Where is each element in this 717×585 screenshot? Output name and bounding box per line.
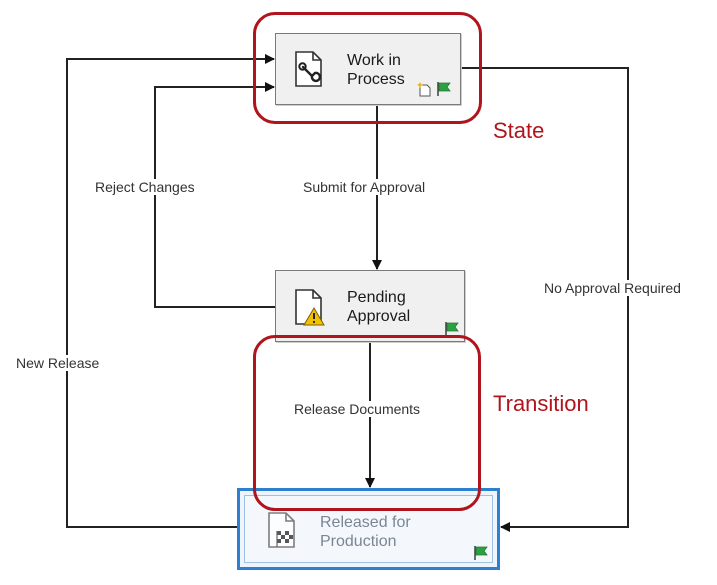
wire-new-release[interactable] (66, 54, 275, 528)
green-flag-icon (474, 546, 488, 560)
state-label-line2: Approval (347, 308, 411, 325)
document-warning-icon (295, 289, 325, 326)
transition-label-release-documents[interactable]: Release Documents (292, 401, 423, 417)
state-pending-approval[interactable]: Pending Approval (275, 270, 465, 342)
green-flag-icon (437, 82, 451, 96)
state-work-in-process[interactable]: Work in Process (275, 33, 461, 105)
transition-label-reject-changes[interactable]: Reject Changes (93, 179, 197, 195)
transition-label-submit-for-approval[interactable]: Submit for Approval (301, 179, 428, 195)
state-label-line1: Work in (347, 52, 401, 69)
transition-label-no-approval-required[interactable]: No Approval Required (542, 280, 683, 296)
state-label: Work in Process (347, 51, 405, 89)
wire-reject-changes[interactable] (154, 82, 275, 308)
state-label-line1: Released for (320, 514, 411, 531)
new-document-sparkle-icon (417, 82, 431, 97)
state-label-line1: Pending (347, 289, 406, 306)
document-checkered-flag-icon (268, 512, 295, 548)
green-flag-icon (445, 322, 459, 336)
state-callout-label: State (493, 118, 545, 143)
state-label: Pending Approval (347, 288, 410, 326)
transition-callout-outline (253, 335, 481, 511)
state-label-line2: Production (320, 533, 397, 550)
state-released-for-production[interactable]: Released for Production (237, 488, 500, 570)
state-label-line2: Process (347, 71, 405, 88)
wire-no-approval-required[interactable] (461, 67, 629, 532)
state-callout-outline (253, 12, 482, 124)
state-label: Released for Production (320, 513, 411, 551)
document-wrench-icon (295, 51, 322, 87)
transition-callout-label: Transition (493, 391, 589, 416)
transition-label-new-release[interactable]: New Release (14, 355, 102, 371)
